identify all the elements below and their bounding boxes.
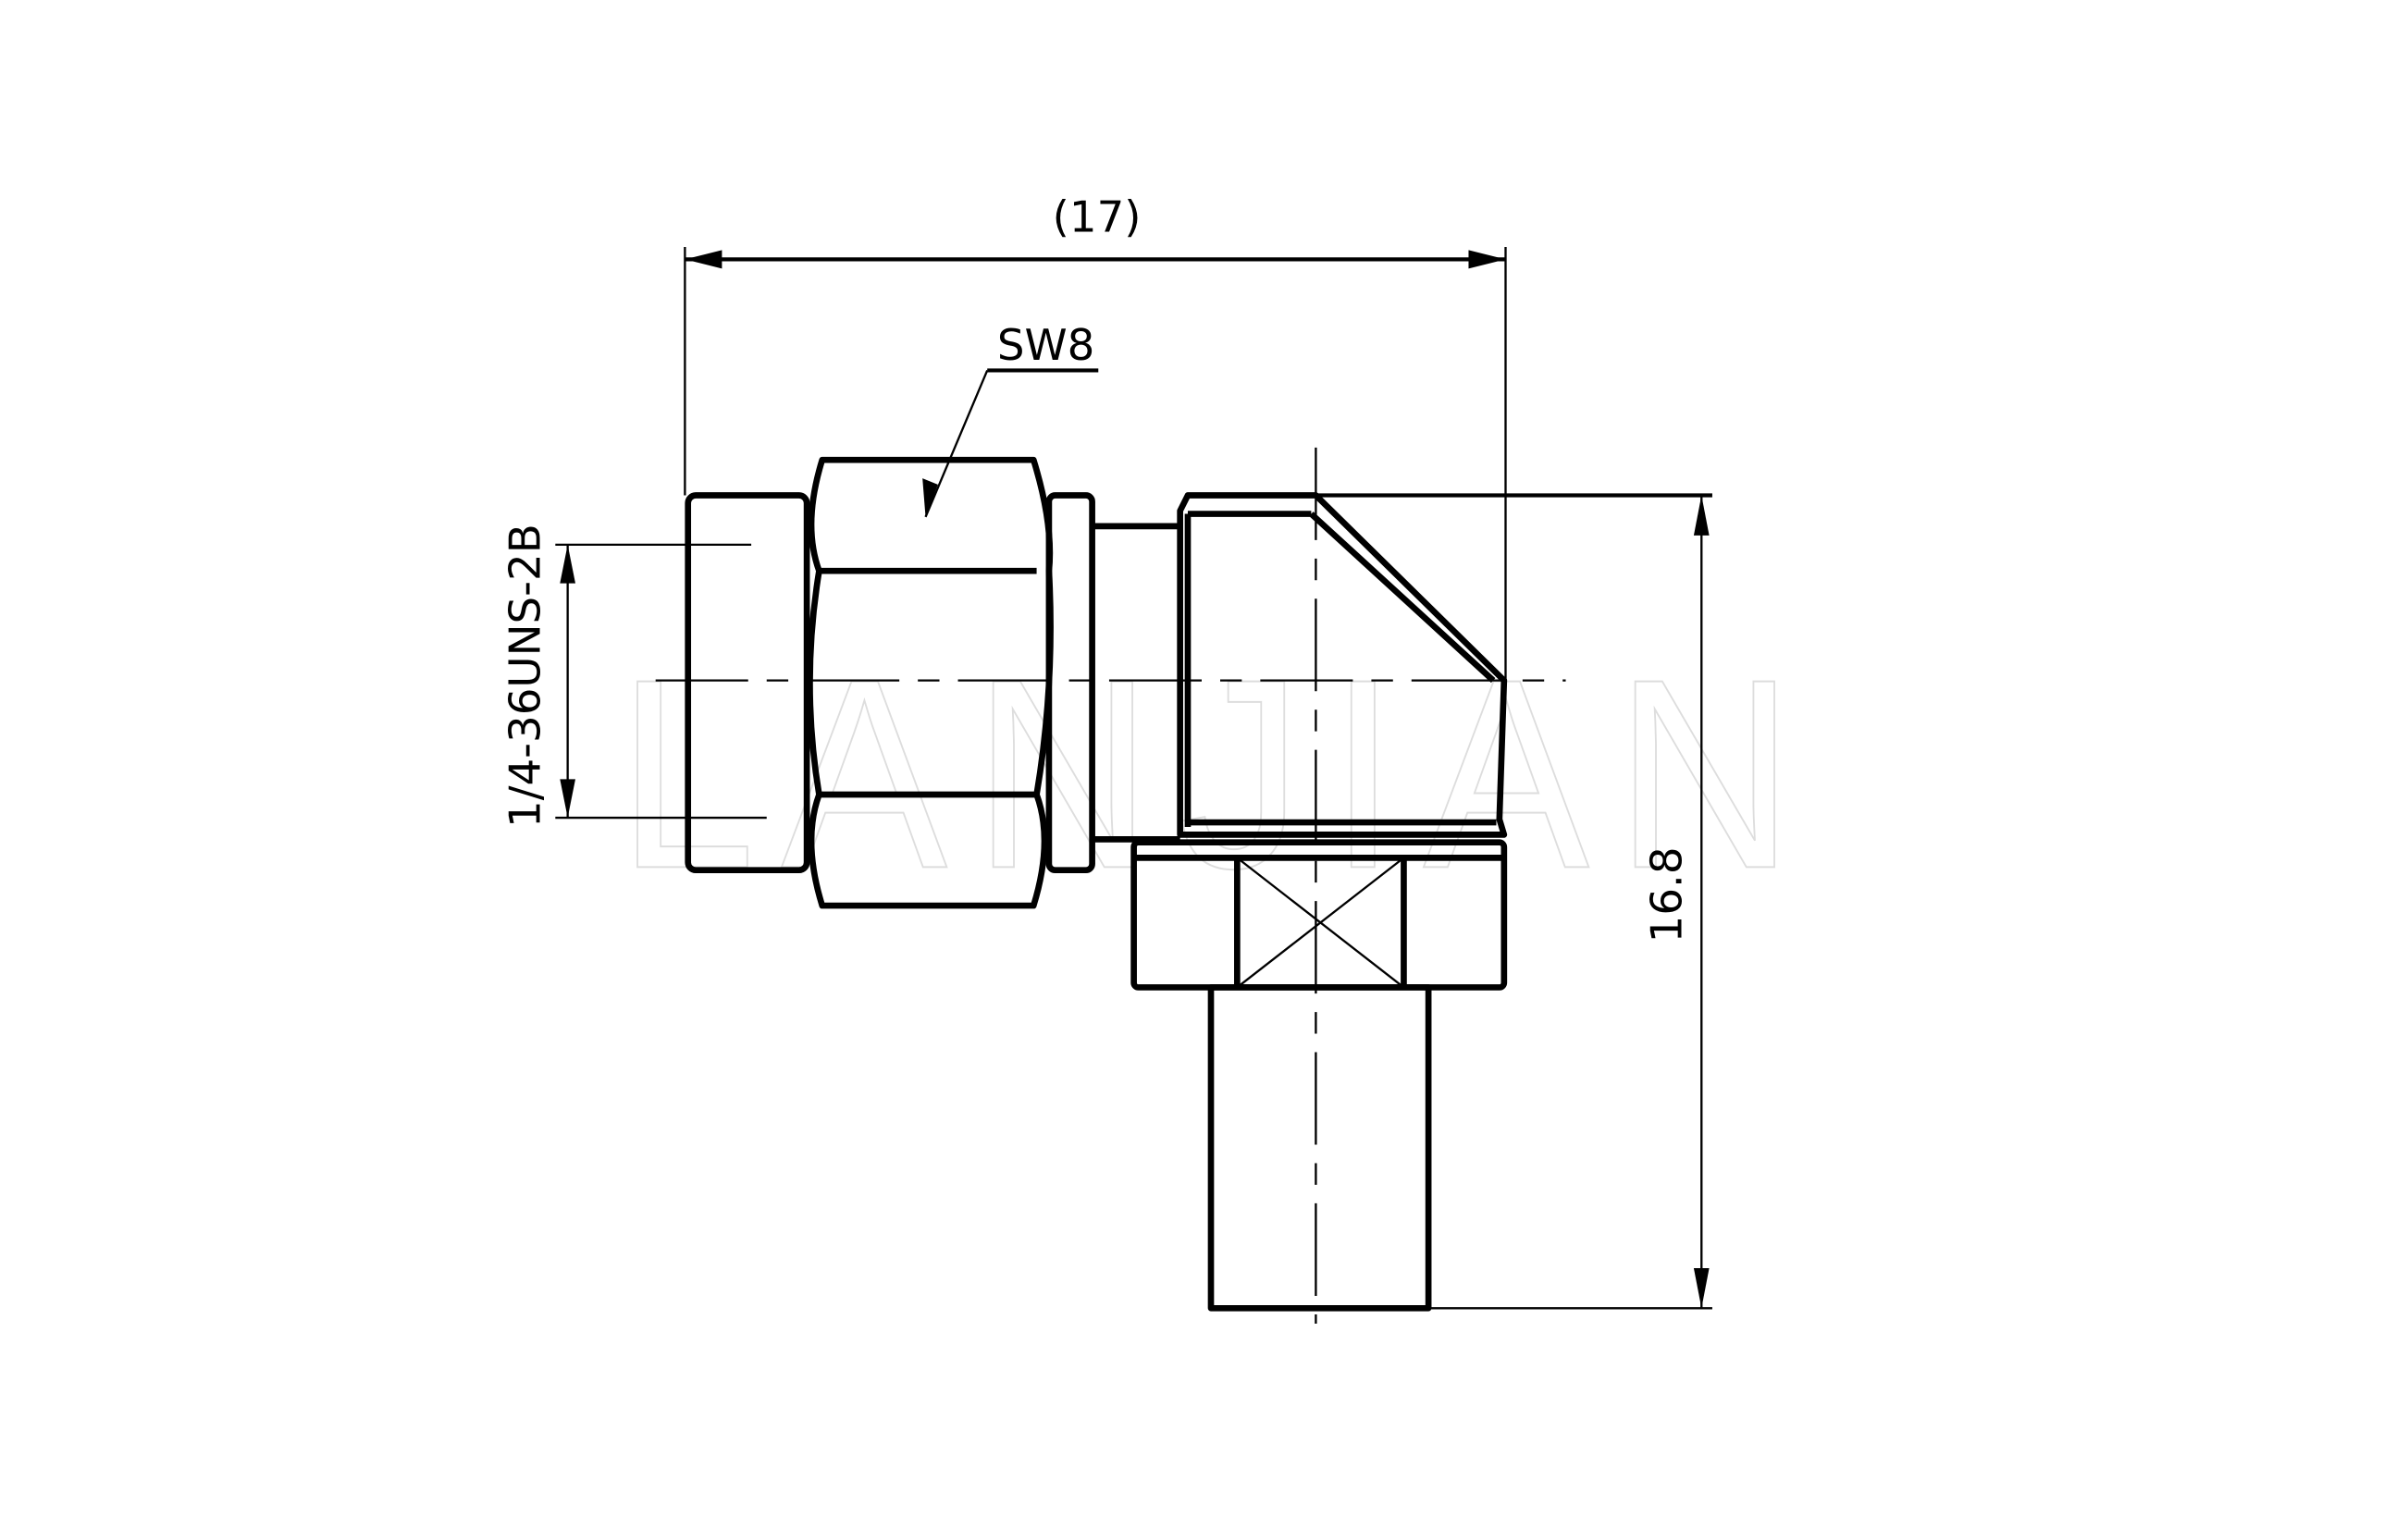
elbow-body: [1177, 492, 1508, 838]
wrench-size-leader: [922, 368, 1099, 518]
washer-ring: [1045, 492, 1095, 874]
height-dimension: [1315, 493, 1712, 1310]
length-dimension: [684, 247, 1507, 681]
watermark: LANJIAN: [617, 623, 1821, 924]
height-dimension-label: 16.8: [1643, 846, 1693, 943]
thread-dimension: [555, 543, 767, 820]
cable-tube: [1207, 984, 1432, 1312]
thread-dimension-label: 1/4-36UNS-2B: [501, 524, 551, 828]
length-dimension-label: (17): [1053, 192, 1142, 242]
wrench-size-label: SW8: [997, 321, 1095, 371]
